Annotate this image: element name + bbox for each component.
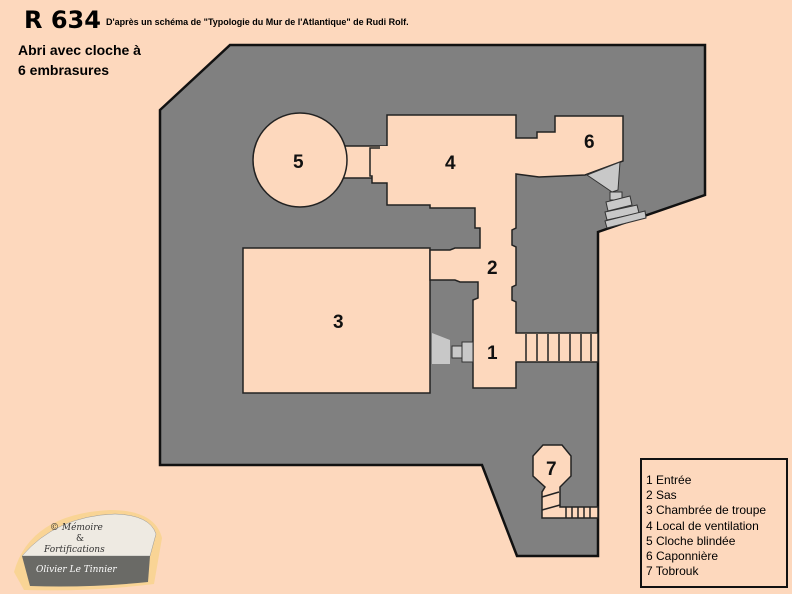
legend-item: 3 Chambrée de troupe [646,503,767,518]
room-5-cloche [252,112,348,208]
logo-text-4: Olivier Le Tinnier [36,565,117,575]
entrance-embrasure [432,333,474,364]
label-room-6: 6 [584,132,595,153]
tobrouk-stairs [541,491,591,518]
label-room-3: 3 [333,312,344,333]
logo-text-1: © Mémoire [50,522,103,533]
legend-item: 6 Caponnière [646,549,719,564]
caponniere-embrasure [585,161,647,229]
logo-text-3: Fortifications [43,545,105,555]
label-room-1: 1 [487,343,498,364]
legend-item: 7 Tobrouk [646,564,699,579]
room-3-chambree [242,247,431,394]
subtitle-line-2: 6 embrasures [18,62,110,78]
legend-item: 1 Entrée [646,473,692,487]
memoire-fortifications-logo: © Mémoire & Fortifications Olivier Le Ti… [14,510,162,591]
connector-fill [380,146,392,178]
label-room-7: 7 [546,459,557,480]
rooms-4-2-1-6 [369,114,624,389]
label-room-5: 5 [293,152,304,173]
legend-item: 4 Local de ventilation [646,518,759,533]
source-credit: D'après un schéma de "Typologie du Mur d… [106,17,409,27]
entrance-stairs [525,334,592,361]
legend-item: 5 Cloche blindée [646,533,736,548]
room-7-tobrouk [532,444,599,519]
legend-box: 1 Entrée 2 Sas 3 Chambrée de troupe 4 Lo… [640,458,788,588]
subtitle-line-1: Abri avec cloche à [18,42,141,58]
legend-item: 2 Sas [646,488,677,503]
label-room-2: 2 [487,258,498,279]
plan-title: R 634 [24,6,101,34]
logo-text-2: & [76,534,84,544]
plan-subtitle: Abri avec cloche à 6 embrasures [18,40,141,80]
label-room-4: 4 [445,153,456,174]
